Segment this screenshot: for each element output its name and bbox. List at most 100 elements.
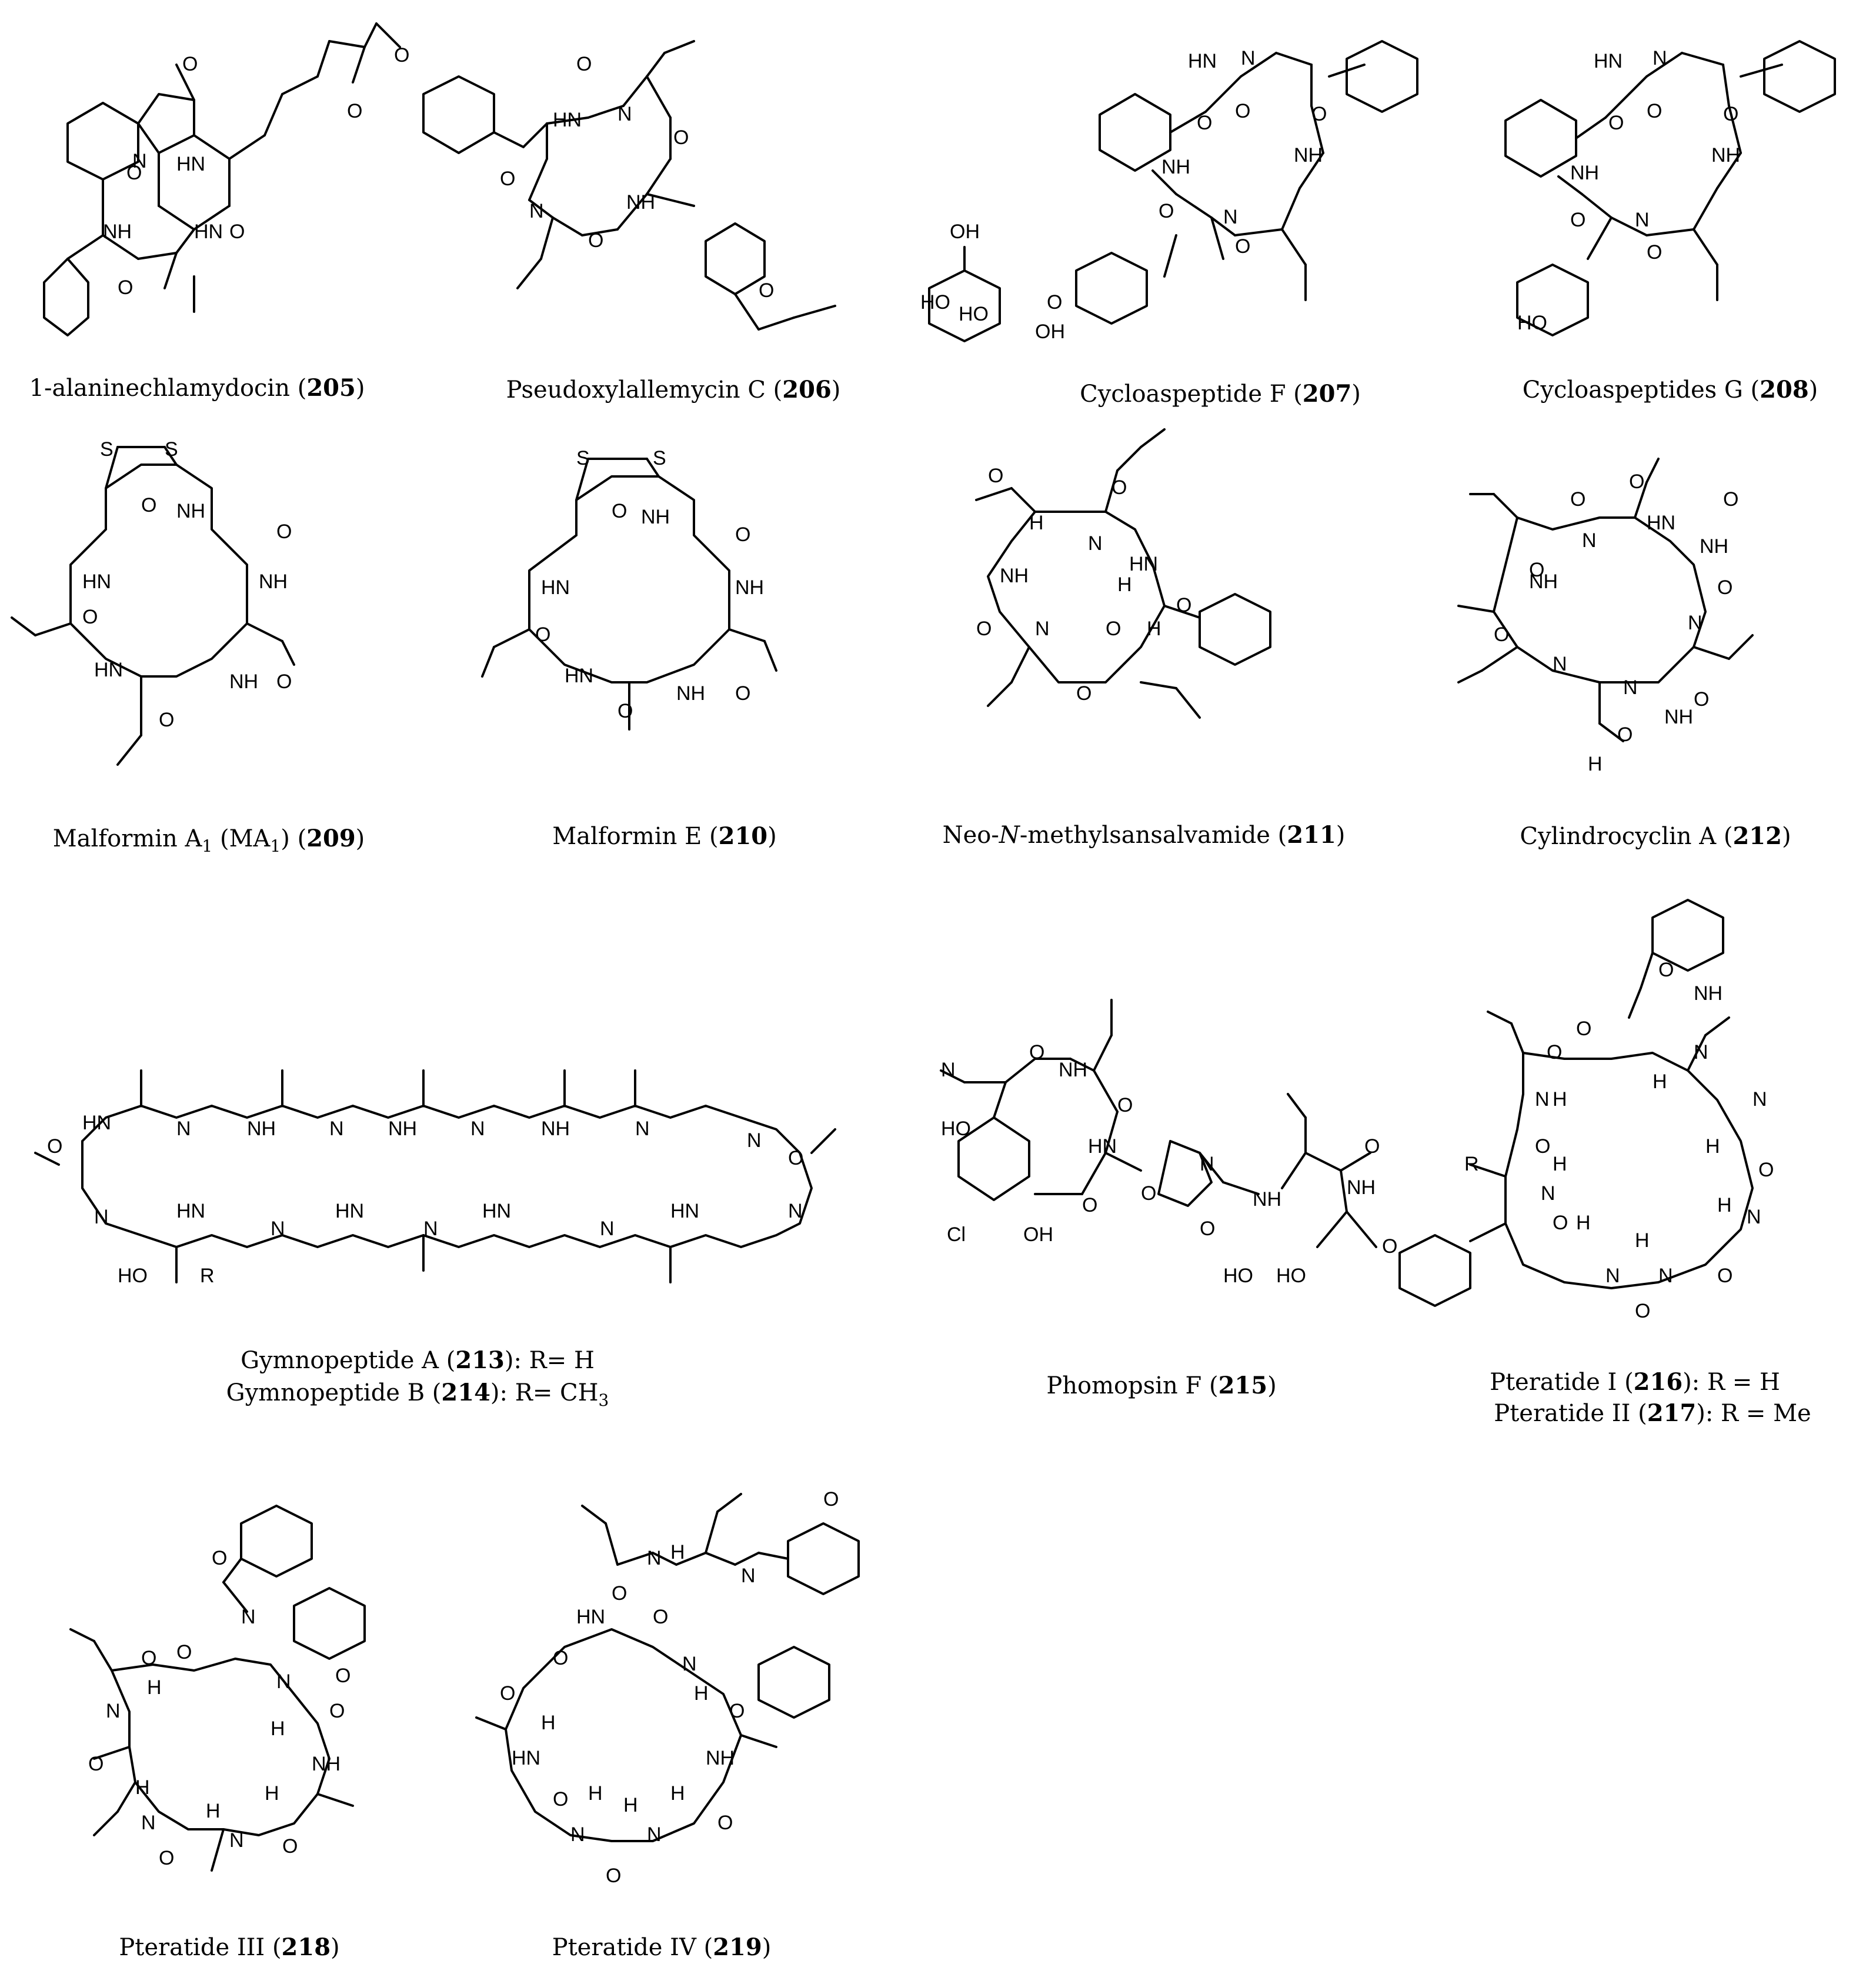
svg-text:NH: NH [1664,706,1693,728]
svg-text:O: O [500,168,515,190]
caption-212: Cylindrocyclin A (212) [1520,822,1791,850]
svg-text:O: O [1529,559,1544,581]
svg-text:N: N [1553,653,1567,675]
svg-text:O: O [229,221,245,243]
svg-text:O: O [673,126,689,149]
svg-text:HN: HN [576,1606,605,1628]
svg-text:O: O [1723,488,1738,511]
svg-text:O: O [329,1700,345,1722]
caption-218: Pteratide III (218) [119,1933,340,1961]
svg-text:NH: NH [1294,144,1323,166]
svg-text:N: N [1747,1206,1761,1228]
svg-text:O: O [735,523,750,546]
svg-text:O: O [1047,291,1062,314]
structure-215: N HO NH HN N NH NH O Cl OH HO HO O O O O… [940,999,1397,1287]
svg-text:NH: NH [1700,535,1728,558]
svg-text:O: O [1082,1194,1097,1216]
svg-text:O: O [394,44,409,66]
structure-218: O N O O N O H N H O O NH H H N H N O O [69,1505,366,1872]
svg-text:O: O [976,618,992,640]
svg-text:HO: HO [1517,312,1547,334]
svg-text:N: N [1753,1088,1767,1111]
svg-text:N: N [741,1565,756,1587]
svg-text:O: O [1117,1094,1133,1116]
svg-text:O: O [1717,576,1733,599]
svg-text:Cl: Cl [947,1223,966,1246]
svg-text:O: O [276,521,292,543]
svg-text:O: O [1382,1235,1397,1258]
svg-text:HN: HN [1594,50,1623,72]
svg-text:N: N [941,1059,956,1081]
svg-text:N: N [529,200,544,222]
svg-text:HN: HN [1188,50,1217,72]
svg-text:N: N [1658,1265,1673,1287]
svg-text:NH: NH [259,571,288,593]
svg-text:O: O [1111,476,1127,499]
svg-text:H: H [1147,618,1161,640]
svg-text:HN: HN [82,1112,111,1134]
svg-text:HO: HO [118,1265,148,1287]
svg-text:H: H [1553,1088,1567,1111]
svg-text:N: N [647,1823,662,1846]
svg-text:O: O [717,1812,733,1834]
svg-text:O: O [653,1606,668,1628]
svg-text:O: O [553,1647,568,1669]
caption-205: 1-alaninechlamydocin (205) [29,374,365,402]
svg-text:NH: NH [735,576,764,599]
svg-text:NH: NH [1161,156,1190,178]
svg-text:O: O [1635,1300,1650,1322]
caption-215: Phomopsin F (215) [1046,1372,1277,1399]
svg-text:HN: HN [176,1200,205,1222]
svg-text:O: O [1535,1135,1550,1158]
svg-text:S: S [576,447,590,469]
svg-text:HN: HN [541,576,570,599]
structure-216-217: O NH O O N H N N H H O R O H N H N O H H… [1398,899,1774,1322]
svg-text:N: N [329,1118,344,1140]
svg-text:NH: NH [706,1747,735,1769]
svg-text:NH: NH [176,500,205,522]
svg-text:N: N [1035,618,1050,640]
svg-text:O: O [1723,103,1738,125]
svg-text:N: N [647,1547,662,1569]
svg-text:R: R [200,1265,215,1287]
svg-text:O: O [1658,959,1674,981]
svg-text:N: N [1605,1265,1620,1287]
svg-text:H: H [694,1682,709,1705]
svg-text:HN: HN [512,1747,540,1769]
svg-text:NH: NH [1347,1176,1376,1199]
svg-text:O: O [535,623,550,646]
svg-text:O: O [282,1835,298,1858]
svg-text:HN: HN [82,571,111,593]
svg-text:O: O [612,1582,627,1605]
svg-text:N: N [1541,1182,1555,1205]
svg-text:O: O [588,229,603,252]
svg-text:HN: HN [670,1200,699,1222]
svg-text:NH: NH [1059,1059,1087,1081]
structure-210: S S NH HN NH HN NH O O O O O [481,447,777,731]
caption-208: Cycloaspeptides G (208) [1522,376,1818,404]
svg-text:N: N [141,1812,156,1834]
svg-text:N: N [747,1129,762,1152]
svg-text:O: O [1576,1018,1591,1040]
structure-207: HN N NH NH N O O O O O O OH HO HO OH [920,40,1418,343]
svg-text:H: H [1029,512,1044,534]
svg-text:N: N [617,103,632,125]
svg-text:O: O [759,279,774,302]
svg-text:O: O [788,1147,803,1169]
svg-text:O: O [1076,682,1091,705]
svg-text:O: O [1608,112,1624,134]
svg-text:N: N [132,150,147,172]
svg-text:H: H [623,1794,638,1816]
svg-text:NH: NH [1253,1188,1281,1211]
svg-text:N: N [229,1829,244,1852]
svg-text:O: O [159,709,174,731]
svg-text:N: N [1635,209,1650,231]
svg-text:O: O [1758,1159,1774,1181]
svg-text:NH: NH [388,1118,417,1140]
svg-text:O: O [606,1865,621,1887]
svg-text:N: N [1688,612,1703,634]
svg-text:NH: NH [541,1118,570,1140]
svg-text:OH: OH [1035,321,1065,343]
structure-205: O N HN NH HN O O O O O [43,22,409,336]
